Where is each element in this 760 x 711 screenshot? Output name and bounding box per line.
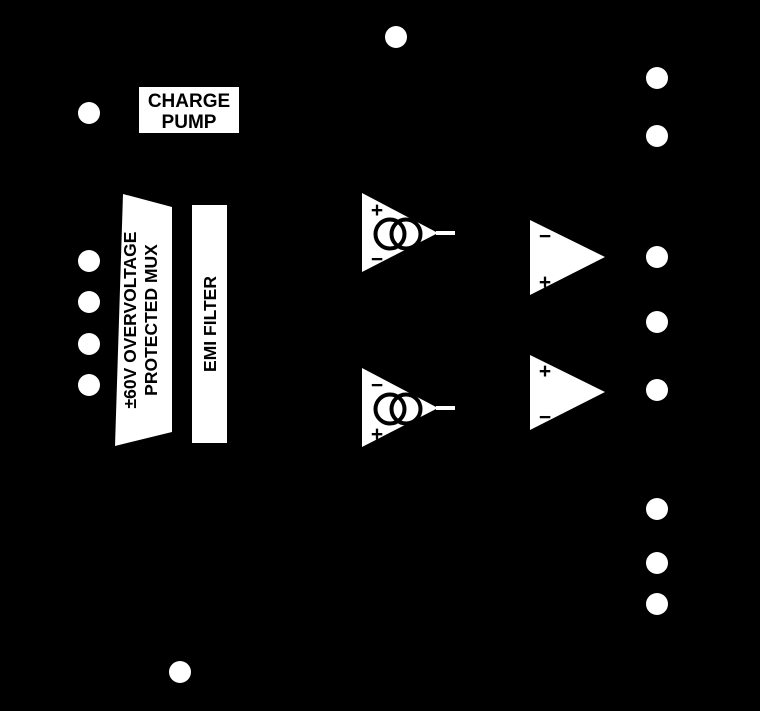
pin-bottom-1[interactable]	[169, 661, 191, 683]
pin-dots-left	[78, 102, 100, 396]
isolation-amp-top: + −	[362, 193, 455, 272]
pin-left-3[interactable]	[78, 291, 100, 313]
isolation-amp-bottom-minus-sign: −	[371, 374, 383, 397]
output-amp-top-triangle	[530, 220, 605, 295]
isolation-amp-bottom-plus-sign: +	[371, 423, 383, 446]
mux-label-line2: PROTECTED MUX	[141, 244, 161, 396]
charge-pump-block: CHARGE PUMP	[139, 87, 239, 133]
pin-right-1[interactable]	[646, 67, 668, 89]
pin-top-1[interactable]	[385, 26, 407, 48]
pin-left-5[interactable]	[78, 374, 100, 396]
pin-right-5[interactable]	[646, 379, 668, 401]
pin-dots-right	[646, 67, 668, 615]
output-amp-bottom-minus-sign: −	[539, 406, 551, 429]
pin-left-1[interactable]	[78, 102, 100, 124]
charge-pump-label-line2: PUMP	[162, 112, 217, 133]
isolation-amp-top-coil-secondary	[389, 217, 423, 251]
output-amp-bottom: + −	[530, 355, 605, 430]
mux-block: ±60V OVERVOLTAGE PROTECTED MUX	[115, 194, 172, 446]
output-amp-bottom-plus-sign: +	[539, 360, 551, 383]
isolation-amp-bottom-coil-primary	[373, 392, 407, 426]
output-amp-top-minus-sign: −	[539, 225, 551, 248]
emi-filter-block: EMI FILTER	[192, 205, 227, 443]
output-amp-bottom-triangle	[530, 355, 605, 430]
isolation-amp-bottom: − +	[362, 368, 455, 447]
isolation-amp-top-plus-sign: +	[371, 199, 383, 222]
charge-pump-label-line1: CHARGE	[148, 91, 230, 112]
isolation-amp-bottom-triangle	[362, 368, 438, 447]
isolation-amp-top-triangle	[362, 193, 438, 272]
pin-left-2[interactable]	[78, 250, 100, 272]
pin-right-4[interactable]	[646, 311, 668, 333]
pin-dots-top	[385, 26, 407, 48]
emi-filter-box	[192, 205, 227, 443]
isolation-amp-bottom-coil-secondary	[389, 392, 423, 426]
output-amp-top-plus-sign: +	[539, 271, 551, 294]
isolation-amp-top-coil-primary	[373, 217, 407, 251]
mux-label-line1: ±60V OVERVOLTAGE	[120, 232, 140, 409]
pin-left-4[interactable]	[78, 333, 100, 355]
isolation-amp-top-minus-sign: −	[371, 248, 383, 271]
mux-trapezoid	[115, 194, 172, 446]
pin-dots-bottom	[169, 661, 191, 683]
output-amp-top: − +	[530, 220, 605, 295]
emi-filter-label: EMI FILTER	[200, 276, 220, 372]
pin-right-8[interactable]	[646, 593, 668, 615]
pin-right-2[interactable]	[646, 125, 668, 147]
pin-right-7[interactable]	[646, 552, 668, 574]
pin-right-6[interactable]	[646, 498, 668, 520]
pin-right-3[interactable]	[646, 246, 668, 268]
charge-pump-box	[139, 87, 239, 133]
